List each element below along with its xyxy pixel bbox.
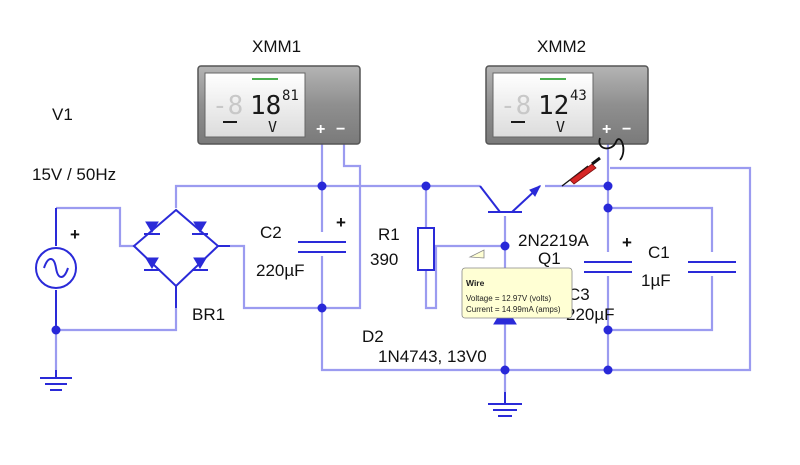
ground-icon	[40, 370, 72, 391]
diode-icon	[144, 221, 160, 235]
xmm2-plus-terminal[interactable]: +	[602, 121, 611, 138]
xmm2-reading-main: 12	[538, 91, 569, 121]
q1-model: 2N2219A	[518, 231, 590, 250]
lcd-indicator	[252, 78, 278, 80]
capacitor-c1[interactable]: C1 1µF	[641, 243, 736, 290]
xmm1-unit: V	[268, 118, 277, 136]
wire-bridge-minus[interactable]	[230, 244, 322, 310]
multimeter-xmm2[interactable]: XMM2 -8 12 43 V + −	[485, 37, 649, 161]
c1-value: 1µF	[641, 271, 671, 290]
wire-bridge-plus[interactable]	[174, 184, 322, 210]
junction-node	[500, 241, 510, 251]
junction-node	[603, 203, 613, 213]
transistor-q1[interactable]: 2N2219A Q1	[479, 185, 590, 268]
ac-source-icon	[35, 247, 77, 289]
xmm1-minus-terminal[interactable]: −	[336, 121, 345, 138]
xmm1-plus-terminal[interactable]: +	[316, 121, 325, 138]
lcd-indicator	[540, 78, 566, 80]
wire-c1-bottom[interactable]	[608, 276, 714, 332]
resistor-r1[interactable]: R1 390	[370, 225, 435, 271]
multimeter-xmm1[interactable]: XMM1 -8 18 81 V + −	[197, 37, 361, 145]
c3-polarity: +	[622, 233, 632, 252]
bridge-body	[134, 208, 230, 286]
ground-icon	[488, 392, 522, 417]
wire-xmm2-return[interactable]	[505, 166, 752, 372]
xmm2-reading-decimal: 43	[570, 88, 587, 104]
junction-node	[603, 365, 613, 375]
xmm2-minus-terminal[interactable]: −	[622, 121, 631, 138]
xmm1-reading-main: 18	[250, 91, 281, 121]
probe-handle-icon	[591, 156, 601, 166]
diode-icon	[144, 257, 160, 271]
tooltip-box	[461, 267, 573, 319]
junction-node	[500, 365, 510, 375]
emitter-arrow-icon	[529, 185, 542, 197]
ac-source-v1[interactable]: V1 15V / 50Hz +	[32, 105, 116, 391]
wires	[54, 140, 752, 392]
probe-cable-icon	[598, 137, 625, 161]
xmm2-unit: V	[556, 118, 565, 136]
wire-c1-top[interactable]	[608, 206, 714, 252]
junction-node	[603, 325, 613, 335]
junction-node	[317, 181, 327, 191]
lcd-display	[204, 72, 306, 138]
c2-value: 220µF	[256, 261, 305, 280]
wire-r1-bottom[interactable]	[424, 244, 505, 310]
r1-value: 390	[370, 250, 398, 269]
zener-diode-d2[interactable]: D2 1N4743, 13V0	[362, 303, 522, 417]
tooltip-pointer-icon	[468, 249, 485, 259]
wire-ground-rail[interactable]	[320, 308, 505, 372]
lcd-display	[492, 72, 594, 138]
capacitor-c2[interactable]: + C2 220µF	[256, 213, 346, 280]
d2-label: D2	[362, 327, 384, 346]
wire-tooltip: Wire Voltage = 12.97V (volts) Current = …	[461, 249, 573, 319]
lcd-ghost-digit: -8	[212, 91, 243, 121]
junction-node	[603, 181, 613, 191]
resistor-body-icon	[417, 227, 435, 271]
v1-value: 15V / 50Hz	[32, 165, 116, 184]
xmm1-label: XMM1	[252, 37, 301, 56]
tooltip-current: Current = 14.99mA (amps)	[466, 305, 561, 314]
xmm1-reading-decimal: 81	[282, 88, 299, 104]
tooltip-voltage: Voltage = 12.97V (volts)	[466, 294, 552, 303]
junction-nodes	[51, 181, 613, 375]
c1-label: C1	[648, 243, 670, 262]
q1-label: Q1	[538, 249, 561, 268]
br1-label: BR1	[192, 305, 225, 324]
transistor-collector	[479, 185, 501, 213]
d2-value: 1N4743, 13V0	[378, 347, 487, 366]
probe-red-icon	[569, 163, 597, 185]
c2-polarity: +	[336, 213, 346, 232]
c2-label: C2	[260, 223, 282, 242]
dc-symbol-icon	[223, 121, 237, 123]
diode-icon	[192, 257, 208, 271]
xmm2-label: XMM2	[537, 37, 586, 56]
v1-label: V1	[52, 105, 73, 124]
bridge-rectifier-br1[interactable]: BR1	[132, 208, 230, 324]
v1-polarity: +	[70, 225, 80, 244]
wire-xmm1-minus[interactable]	[322, 140, 362, 310]
diode-icon	[192, 221, 208, 235]
dc-symbol-icon	[511, 121, 525, 123]
c3-value: 220µF	[566, 305, 615, 324]
c3-label: C3	[568, 285, 590, 304]
capacitor-c3[interactable]: + C3 220µF	[566, 233, 632, 324]
r1-label: R1	[378, 225, 400, 244]
junction-node	[317, 303, 327, 313]
wire-source-bottom[interactable]	[56, 308, 178, 332]
tooltip-title: Wire	[466, 278, 485, 288]
wire-source-top[interactable]	[56, 206, 134, 248]
junction-node	[421, 181, 431, 191]
lcd-ghost-digit: -8	[500, 91, 531, 121]
sine-wave-icon	[43, 258, 69, 278]
measurement-probe[interactable]	[561, 156, 601, 187]
